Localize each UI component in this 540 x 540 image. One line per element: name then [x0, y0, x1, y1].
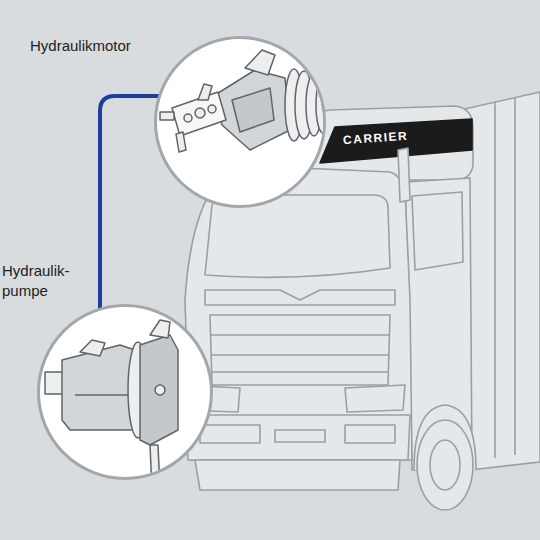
part-label: Hydraulik- pumpe	[2, 261, 82, 301]
label-holder: Hydraulik- pumpe	[2, 261, 82, 301]
hydraulic-pump-drawing	[45, 320, 178, 490]
circle-callout: Hydraulikmotor	[154, 36, 326, 208]
circle-outline	[37, 304, 213, 480]
label-holder: Hydraulikmotor	[30, 36, 152, 56]
brand-text: CARRIER	[343, 129, 409, 148]
circle-callout: Hydraulik- pumpe	[37, 304, 213, 480]
part-label: Hydraulikmotor	[30, 36, 152, 56]
hydraulic-motor-drawing	[160, 50, 330, 152]
circle-shape	[156, 38, 325, 207]
hydraulic-line	[100, 96, 158, 308]
circle-outline	[154, 36, 326, 208]
circle-shape	[39, 306, 212, 479]
